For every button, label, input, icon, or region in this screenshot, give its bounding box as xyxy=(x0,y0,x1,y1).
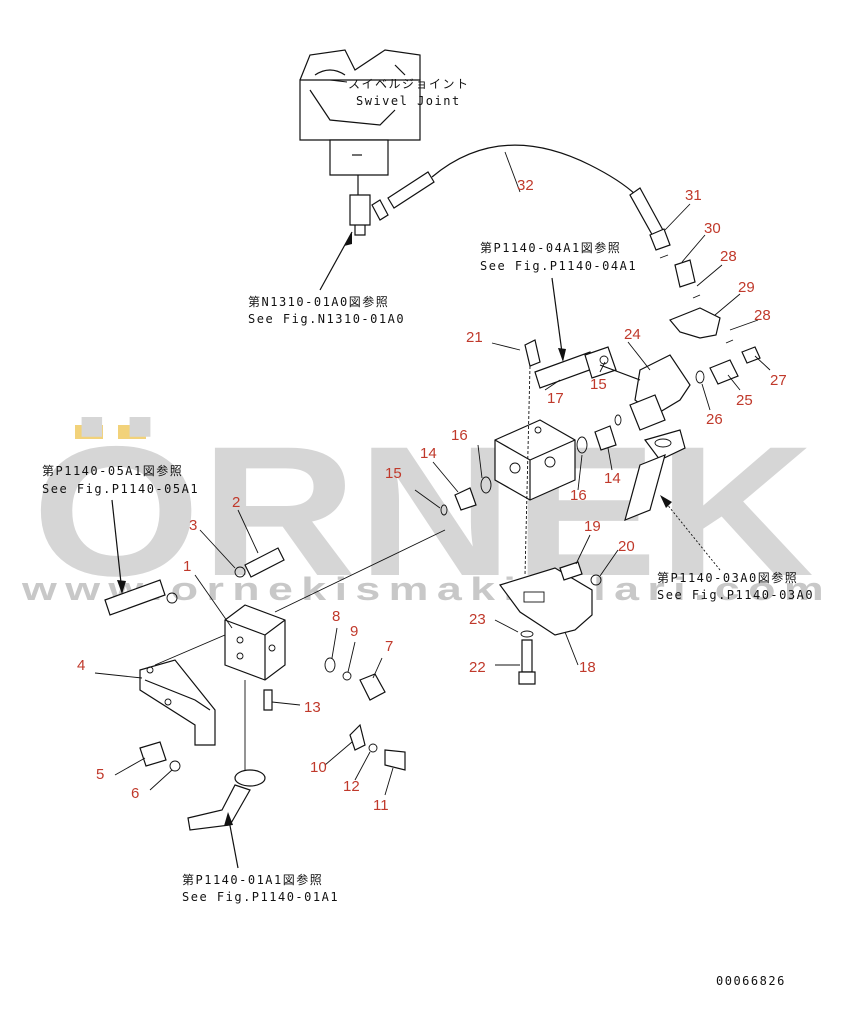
part-number-21: 21 xyxy=(466,329,483,346)
watermark-dot-right xyxy=(118,425,146,439)
part-number-27: 27 xyxy=(770,372,787,389)
ref-p1140-03-arrow xyxy=(661,497,721,571)
ref-n1310-jp: 第N1310-01A0図参照 xyxy=(248,294,389,309)
part-number-22: 22 xyxy=(469,659,486,676)
part-number-23: 23 xyxy=(469,611,486,628)
part-number-19: 19 xyxy=(584,518,601,535)
part-number-29: 29 xyxy=(738,279,755,296)
leader-lines xyxy=(94,151,771,796)
part-number-26: 26 xyxy=(706,411,723,428)
ref-p1140-04-en: See Fig.P1140-04A1 xyxy=(480,259,637,273)
part-number-13: 13 xyxy=(304,699,321,716)
ref-n1310-en: See Fig.N1310-01A0 xyxy=(248,312,405,326)
part-number-6: 6 xyxy=(131,785,139,802)
part-number-2: 2 xyxy=(232,494,240,511)
part-number-24: 24 xyxy=(624,326,641,343)
part-number-8: 8 xyxy=(332,608,340,625)
part-number-17: 17 xyxy=(547,390,564,407)
part-number-labels: 1 2 3 4 5 6 7 8 9 10 11 12 13 14 14 15 1… xyxy=(77,177,787,814)
part-number-32: 32 xyxy=(517,177,534,194)
part-number-30: 30 xyxy=(704,220,721,237)
part-number-5: 5 xyxy=(96,766,104,783)
part-number-9: 9 xyxy=(350,623,358,640)
hose-32 xyxy=(371,144,671,251)
part-number-16-right: 16 xyxy=(570,487,587,504)
swivel-label-en: Swivel Joint xyxy=(356,94,461,108)
part-number-31: 31 xyxy=(685,187,702,204)
part-number-16-left: 16 xyxy=(451,427,468,444)
ref-p1140-03-en: See Fig.P1140-03A0 xyxy=(657,588,814,602)
part-number-7: 7 xyxy=(385,638,393,655)
part-number-28-top: 28 xyxy=(720,248,737,265)
part-number-12: 12 xyxy=(343,778,360,795)
part-number-15-left: 15 xyxy=(385,465,402,482)
part-number-18: 18 xyxy=(579,659,596,676)
ref-p1140-05-arrow xyxy=(111,499,123,593)
part-number-25: 25 xyxy=(736,392,753,409)
ref-p1140-01-jp: 第P1140-01A1図参照 xyxy=(182,872,323,887)
main-block-assembly xyxy=(104,529,446,831)
part-number-14-right: 14 xyxy=(604,470,621,487)
part-number-1: 1 xyxy=(183,558,191,575)
ref-p1140-03-jp: 第P1140-03A0図参照 xyxy=(657,570,798,585)
part-number-28-bottom: 28 xyxy=(754,307,771,324)
part-number-4: 4 xyxy=(77,657,85,674)
ref-p1140-05-en: See Fig.P1140-05A1 xyxy=(42,482,199,496)
part-number-10: 10 xyxy=(310,759,327,776)
swivel-label-jp: スイベルジョイント xyxy=(348,77,470,91)
part-number-11: 11 xyxy=(373,797,389,814)
watermark-dot-left xyxy=(75,425,103,439)
valve-assembly xyxy=(414,254,761,685)
part-number-20: 20 xyxy=(618,538,635,555)
ref-p1140-04-jp: 第P1140-04A1図参照 xyxy=(480,240,621,255)
ref-p1140-04-arrow xyxy=(551,277,564,361)
part-number-14-left: 14 xyxy=(420,445,437,462)
ref-p1140-05-jp: 第P1140-05A1図参照 xyxy=(42,463,183,478)
drawing-number: 00066826 xyxy=(716,974,786,988)
swivel-leader xyxy=(329,79,348,83)
part-number-15-right: 15 xyxy=(590,376,607,393)
swivel-joint-drawing xyxy=(299,49,421,236)
part-number-3: 3 xyxy=(189,517,197,534)
ref-p1140-01-en: See Fig.P1140-01A1 xyxy=(182,890,339,904)
